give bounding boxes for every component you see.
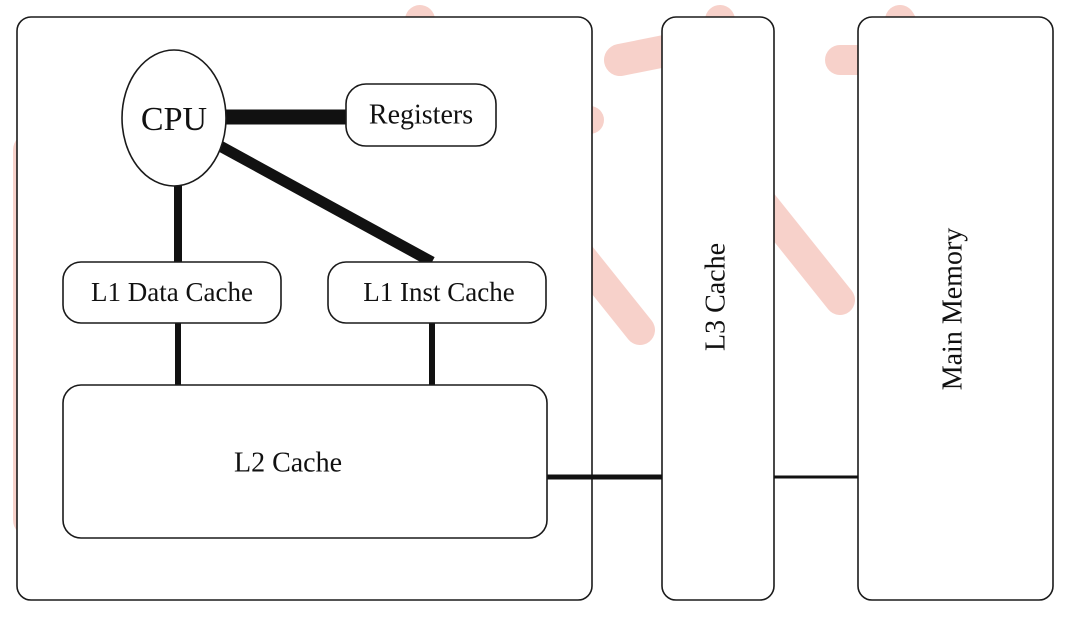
l3-cache-label: L3 Cache [700,243,731,351]
l1-data-cache-label: L1 Data Cache [91,277,253,307]
registers-label: Registers [369,99,473,130]
cpu-label: CPU [141,101,207,138]
connectors [174,109,858,480]
node-l1-data-cache: L1 Data Cache [62,261,282,324]
l3-cache-box [661,16,775,601]
node-registers: Registers [345,83,497,147]
main-memory-box [857,16,1054,601]
edge-cpu-l1-inst [217,141,435,267]
node-l2-cache: L2 Cache [62,384,548,539]
main-memory-label: Main Memory [937,228,968,391]
node-l1-inst-cache: L1 Inst Cache [327,261,547,324]
l1-inst-cache-label: L1 Inst Cache [363,277,514,307]
l2-cache-label: L2 Cache [234,447,342,478]
node-cpu: CPU [121,49,227,187]
